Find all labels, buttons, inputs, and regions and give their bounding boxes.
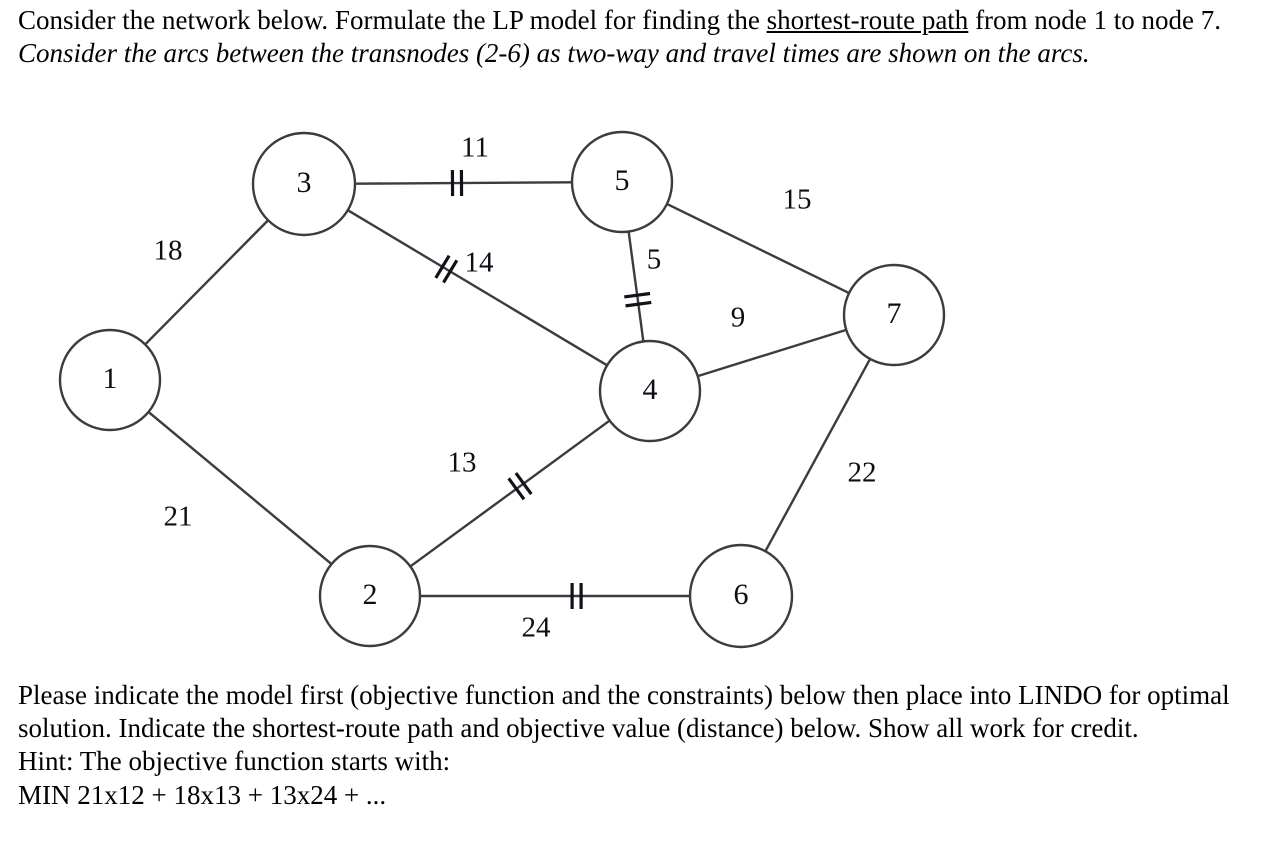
tick-mark-2-4: [514, 472, 533, 495]
edge-1-2: [147, 410, 333, 566]
node-label-4: 4: [643, 373, 658, 406]
network-diagram: 1 2 3 4 5 6 7 18 21 11 14 5 15 9 13 24 22: [0, 118, 1000, 678]
tick-mark-2-4: [507, 477, 526, 501]
node-label-5: 5: [615, 164, 630, 197]
network-svg: 1 2 3 4 5 6 7 18 21 11 14 5 15 9 13 24 22: [58, 130, 946, 649]
problem-instructions: Please indicate the model first (objecti…: [18, 679, 1270, 812]
edge-5-4: [627, 230, 645, 343]
edges-layer: [143, 181, 872, 598]
node-label-7: 7: [887, 297, 902, 330]
node-5[interactable]: 5: [570, 130, 674, 234]
instructions-line-1: Please indicate the model first (objecti…: [18, 680, 1230, 744]
node-circle-4: [598, 339, 702, 443]
edge-weight-label-5-7: 15: [783, 184, 812, 216]
intro-italic-instruction: Consider the arcs between the transnodes…: [18, 38, 1090, 69]
edge-weight-label-3-5: 11: [461, 132, 489, 164]
node-circle-3: [251, 131, 357, 237]
node-1[interactable]: 1: [58, 328, 162, 432]
tick-mark-3-4: [434, 254, 451, 279]
node-circle-6: [688, 543, 794, 649]
problem-statement: Consider the network below. Formulate th…: [18, 4, 1270, 70]
edge-2-4: [409, 419, 611, 568]
nodes-layer: 1 2 3 4 5 6 7: [58, 130, 946, 649]
intro-text-part1: Consider the network below. Formulate th…: [18, 5, 767, 35]
tick-mark-3-4: [442, 259, 459, 284]
edge-weight-label-3-4: 14: [465, 247, 495, 279]
instructions-line-2: Hint: The objective function starts with…: [18, 746, 451, 777]
node-circle-2: [318, 544, 422, 648]
node-7[interactable]: 7: [842, 263, 946, 367]
node-label-6: 6: [734, 578, 749, 611]
edge-weight-label-4-7: 9: [731, 302, 746, 334]
edge-6-7: [764, 357, 872, 553]
node-3[interactable]: 3: [251, 131, 357, 237]
edge-weight-label-2-6: 24: [522, 612, 552, 644]
node-circle-5: [570, 130, 674, 234]
edge-1-3: [143, 219, 270, 346]
edge-weight-label-1-3: 18: [154, 235, 183, 267]
edge-5-7: [665, 202, 851, 295]
node-6[interactable]: 6: [688, 543, 794, 649]
node-2[interactable]: 2: [318, 544, 422, 648]
edge-weight-label-1-2: 21: [164, 501, 193, 533]
tick-mark-5-4: [624, 291, 651, 299]
edge-weight-label-2-4: 13: [448, 447, 477, 479]
edge-weight-label-6-7: 22: [848, 457, 877, 489]
edge-3-5: [353, 181, 574, 185]
node-4[interactable]: 4: [598, 339, 702, 443]
node-label-2: 2: [363, 578, 378, 611]
node-circle-7: [842, 263, 946, 367]
edge-weight-label-5-4: 5: [647, 244, 662, 276]
tick-mark-5-4: [625, 300, 652, 308]
node-circle-1: [58, 328, 162, 432]
edge-3-4: [346, 208, 609, 367]
tick-marks-layer: [434, 170, 652, 609]
node-label-3: 3: [297, 166, 312, 199]
intro-text-part2: from node 1 to node 7.: [968, 5, 1222, 35]
node-label-1: 1: [103, 362, 118, 395]
intro-underlined-phrase: shortest-route path: [766, 5, 969, 35]
edge-4-7: [696, 328, 848, 378]
instructions-line-3: MIN 21x12 + 18x13 + 13x24 + ...: [18, 779, 387, 810]
